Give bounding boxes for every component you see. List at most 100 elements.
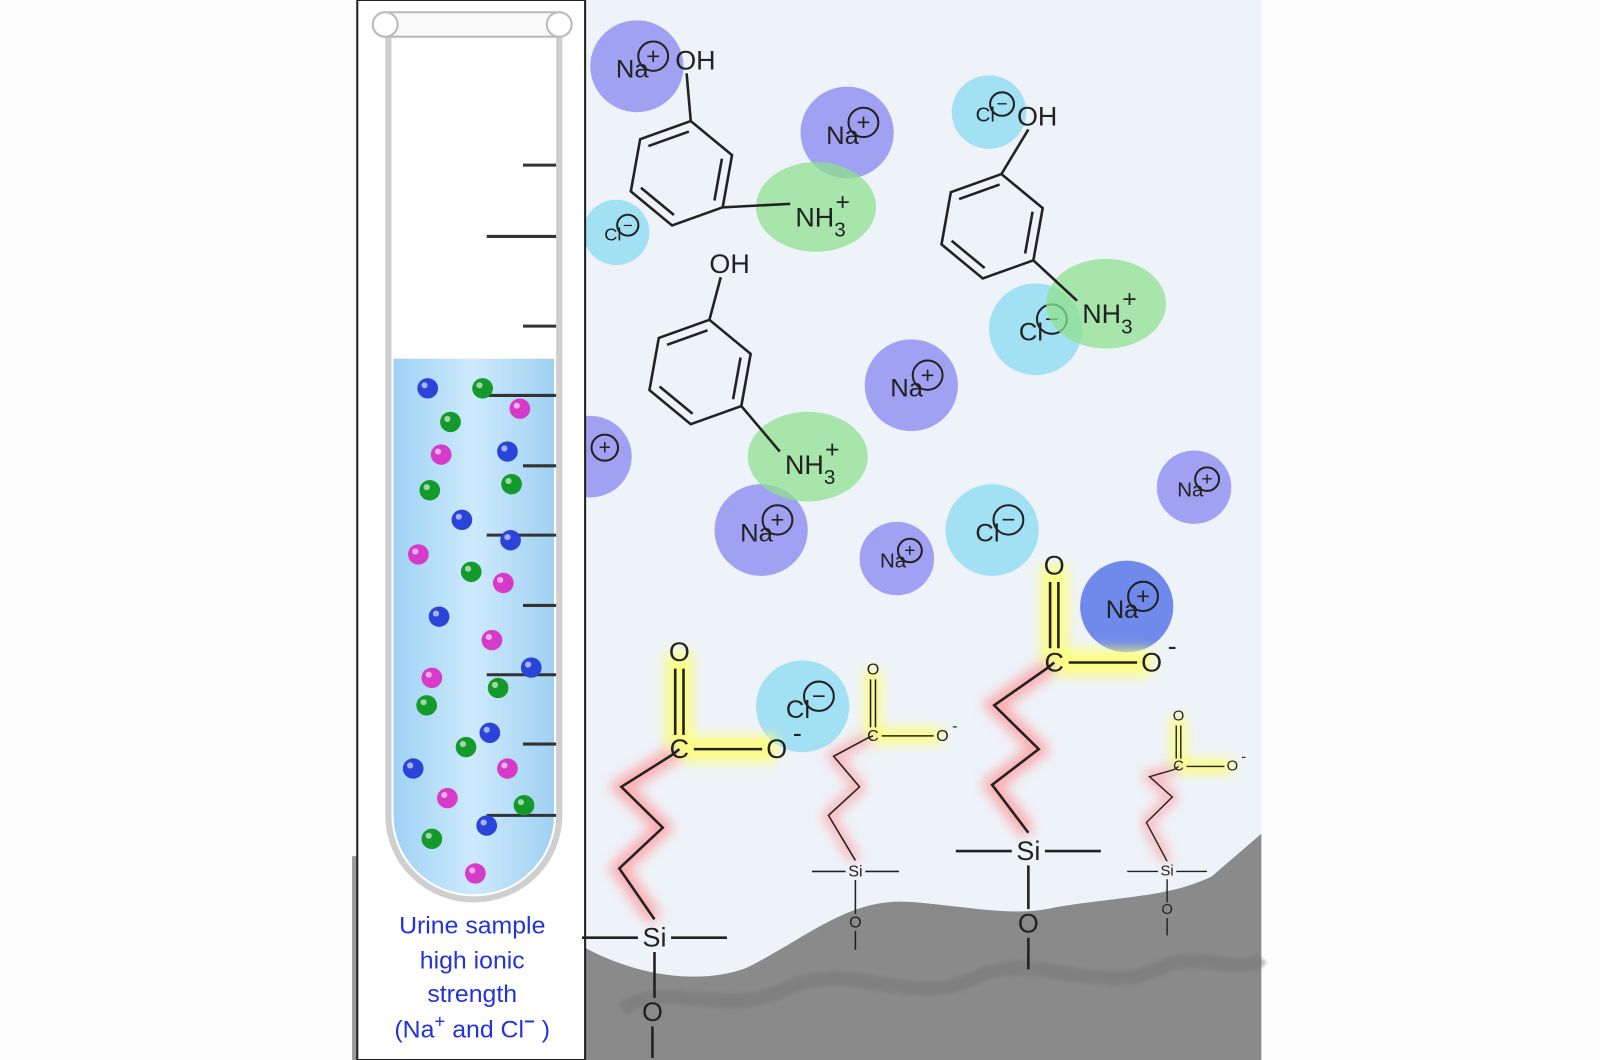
negative-charge-icon: [802, 680, 835, 712]
green-ion-dot: [421, 828, 443, 850]
silicon-atom-label: Si: [1016, 836, 1040, 866]
caption-line-4: (Na+ and Cl− ): [394, 1011, 550, 1044]
blue-ion-dot: [476, 815, 498, 836]
carbon-atom-label: C: [670, 734, 689, 764]
negative-charge-icon: [989, 91, 1016, 117]
green-ion-dot: [455, 736, 477, 758]
charge-sign: +: [921, 363, 935, 389]
sodium-ion: Na+: [590, 20, 684, 113]
carbonyl-oxygen-label: O: [867, 661, 880, 679]
green-ion-dot: [440, 411, 461, 433]
negative-charge-label: -: [952, 717, 957, 735]
blue-ion-dot: [417, 378, 439, 399]
negative-charge-label: -: [793, 718, 802, 748]
aminophenol-molecule: OH NH3+: [629, 45, 877, 252]
caption-line-3: strength: [427, 981, 517, 1008]
carbon-atom-label: C: [1045, 648, 1064, 678]
blue-ion-dot: [500, 530, 521, 551]
green-ion-dot: [472, 378, 493, 399]
green-ion-dot: [513, 795, 535, 816]
positive-charge-icon: [896, 537, 923, 564]
carboxylate-oxygen-label: O: [1227, 759, 1239, 775]
solution-background: [585, 0, 1262, 1060]
sodium-label: Na: [880, 551, 907, 573]
carbonyl-oxygen-label: O: [1044, 551, 1065, 581]
chloride-label: Cl: [604, 225, 621, 245]
negative-charge-icon: [616, 213, 640, 237]
pink-ion-dot: [481, 629, 503, 651]
hydroxyl-label: OH: [1017, 102, 1057, 132]
pink-ion-dot: [492, 572, 514, 594]
silicon-atom-label: Si: [643, 923, 667, 953]
pink-ion-dot: [421, 667, 443, 688]
positive-charge-icon: [590, 433, 620, 462]
test-tube-rim: [371, 11, 573, 38]
carbon-atom-label: C: [1173, 759, 1184, 775]
hydroxyl-label: OH: [675, 45, 715, 75]
negative-charge-label: -: [1168, 631, 1177, 661]
carbonyl-oxygen-label: O: [669, 637, 690, 667]
pink-ion-dot: [464, 863, 486, 884]
test-tube-glass: [385, 30, 563, 903]
carboxylate-oxygen-label: O: [766, 734, 787, 764]
silica-texture: [617, 952, 1267, 1016]
caption-line-1: Urine sample: [399, 913, 545, 940]
blue-ion-dot: [497, 441, 518, 462]
chloride-label: Cl: [976, 104, 995, 126]
green-ion-dot: [501, 473, 522, 495]
charge-sign: +: [599, 437, 611, 460]
ion-dots: [402, 378, 542, 884]
charge-sign: +: [771, 508, 785, 534]
charge-sign: −: [996, 94, 1007, 115]
test-tube-panel: Urine sample high ionic strength (Na+ an…: [356, 0, 587, 1060]
sodium-ion: Na+: [1156, 450, 1232, 524]
siloxane-oxygen-label: O: [1161, 902, 1173, 918]
chloride-ion: Cl−: [951, 75, 1027, 149]
sodium-label: Na: [616, 56, 650, 84]
chloride-label: Cl: [1019, 319, 1043, 347]
pink-ion-dot: [509, 398, 531, 419]
aminophenol-molecule: OH NH3+: [940, 102, 1167, 349]
chloride-ion: Cl−: [583, 199, 650, 265]
positive-charge-icon: [1194, 466, 1221, 492]
chloride-label: Cl: [786, 696, 810, 724]
sodium-label: Na: [1106, 596, 1140, 624]
charge-sign: +: [1136, 584, 1150, 610]
ions: Na+Na+Na+Na+Na+Na+Na++Cl−Cl−Cl−Cl−Cl−: [548, 20, 1232, 753]
sodium-label: Na: [1177, 480, 1204, 502]
benzene-ring: [940, 172, 1045, 280]
blue-ion-dot: [479, 722, 501, 744]
blue-ion-dot: [402, 758, 424, 779]
green-ion-dot: [419, 480, 441, 501]
chloride-label: Cl: [975, 520, 999, 548]
benzene-ring: [629, 119, 734, 227]
test-tube-caption: Urine sample high ionic strength (Na+ an…: [394, 913, 550, 1044]
charge-sign: +: [856, 110, 870, 136]
positive-charge-icon: [911, 359, 944, 391]
sodium-ion: Na+: [859, 521, 935, 596]
ammonium-label: NH3+: [795, 189, 850, 241]
siloxane-oxygen-label: O: [642, 997, 663, 1027]
pink-ion-dot: [437, 787, 458, 809]
graduation-marks: [486, 163, 557, 817]
chloride-ion: Cl−: [945, 484, 1039, 576]
green-ion-dot: [416, 695, 438, 716]
sodium-ion: Na+: [1080, 560, 1174, 653]
sodium-ion: Na+: [864, 339, 958, 432]
blue-ion-dot: [451, 509, 473, 530]
charge-sign: −: [812, 684, 826, 710]
ammonium-label: NH3+: [1082, 286, 1137, 338]
pink-ion-dot: [430, 444, 452, 465]
ammonium-highlight: [747, 411, 868, 502]
benzene-ring: [648, 318, 753, 426]
green-ion-dot: [487, 677, 509, 699]
negative-charge-label: -: [1241, 750, 1246, 766]
green-ion-dot: [460, 561, 482, 582]
chloride-ion: Cl−: [755, 660, 850, 753]
